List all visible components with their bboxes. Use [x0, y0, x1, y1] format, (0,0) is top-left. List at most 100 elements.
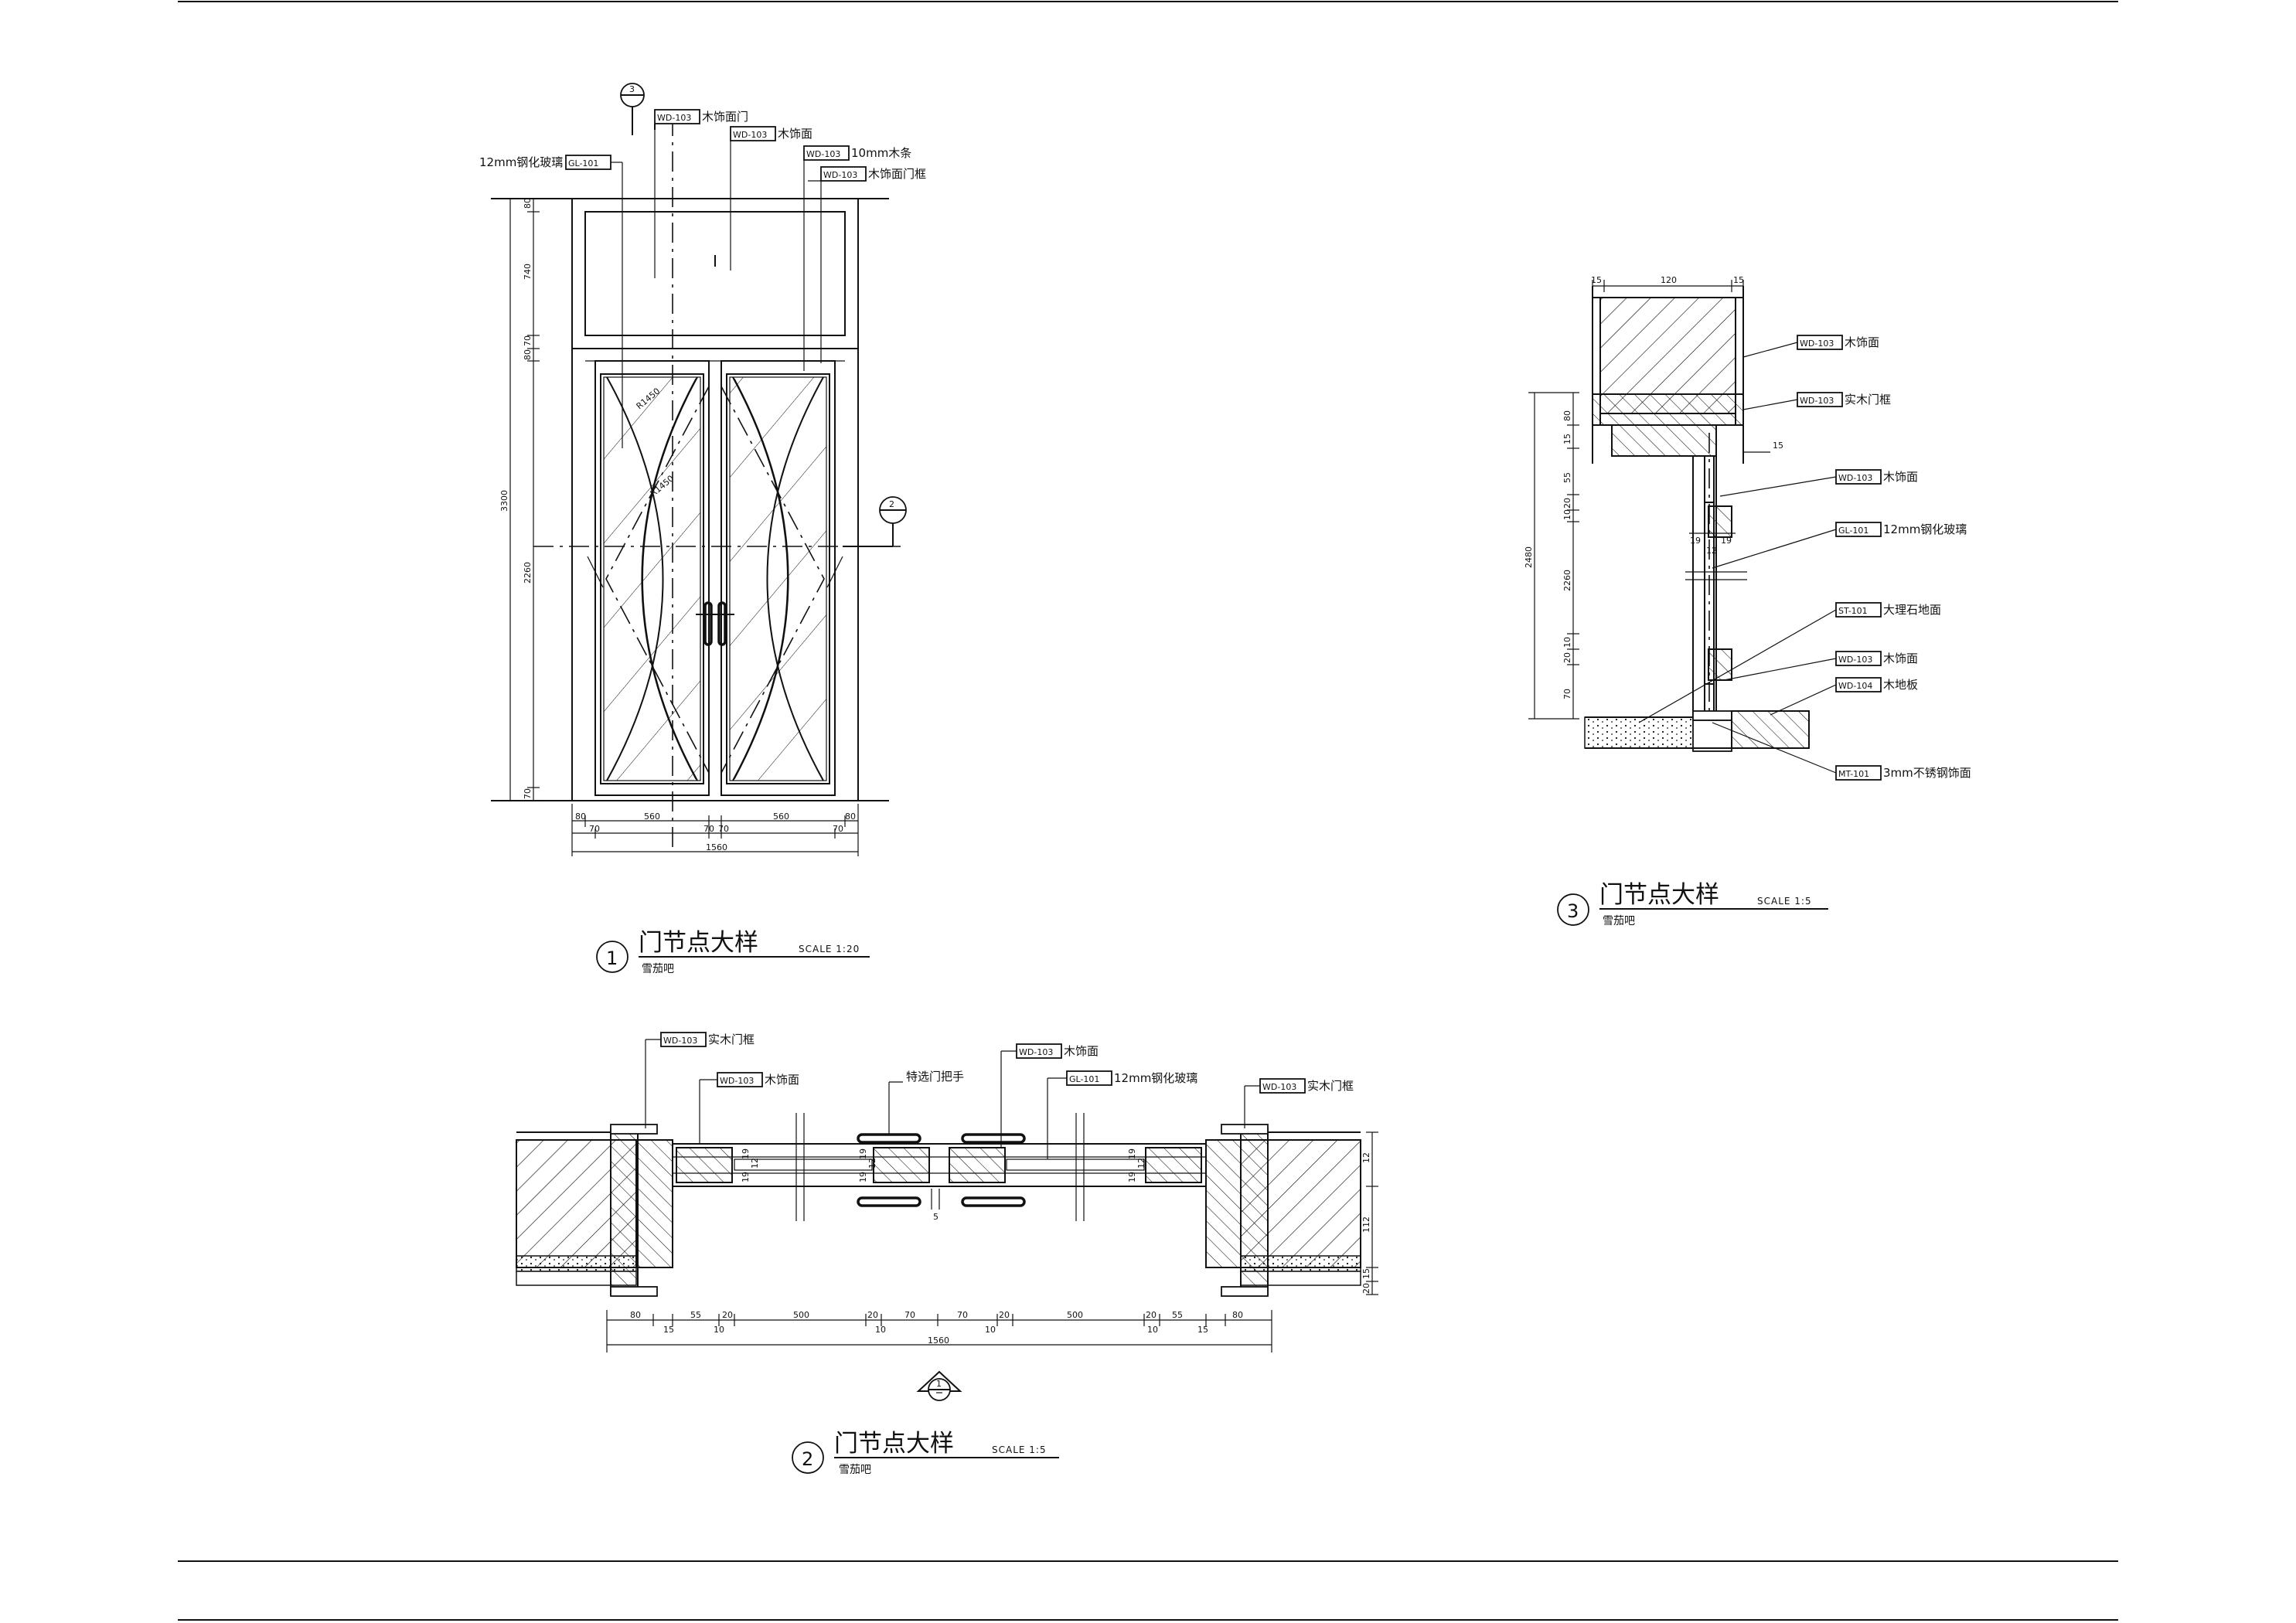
svg-text:实木门框: 实木门框	[1307, 1079, 1354, 1093]
svg-text:19: 19	[741, 1172, 751, 1182]
svg-text:木饰面门框: 木饰面门框	[868, 167, 926, 181]
door-handles	[696, 601, 734, 646]
svg-text:2260: 2260	[1562, 570, 1572, 591]
svg-text:70: 70	[904, 1310, 915, 1320]
svg-text:55: 55	[1172, 1310, 1183, 1320]
svg-text:70: 70	[523, 788, 533, 799]
plan-dims-right: 12 112 15 20	[1361, 1131, 1378, 1295]
svg-text:20: 20	[999, 1310, 1010, 1320]
svg-text:1: 1	[936, 1379, 942, 1389]
svg-text:1560: 1560	[928, 1335, 949, 1346]
svg-text:WD-103: WD-103	[823, 170, 857, 180]
svg-text:740: 740	[523, 264, 533, 280]
plan-door-handles	[857, 1133, 1026, 1207]
svg-text:木饰面: 木饰面	[1883, 652, 1918, 665]
svg-text:特选门把手: 特选门把手	[906, 1070, 964, 1084]
svg-text:12: 12	[1706, 546, 1717, 556]
svg-text:10: 10	[1147, 1325, 1158, 1335]
drawing-1-title: 1 门节点大样 SCALE 1:20 雪茄吧	[596, 929, 870, 975]
svg-text:55: 55	[1562, 472, 1572, 483]
section-callouts: WD-103 木饰面 WD-103 实木门框 WD-103 木饰面 GL-101…	[1638, 335, 1971, 781]
svg-text:120: 120	[1661, 275, 1677, 285]
svg-text:15: 15	[1197, 1325, 1208, 1335]
svg-text:12mm钢化玻璃: 12mm钢化玻璃	[1883, 522, 1967, 536]
svg-text:WD-103: WD-103	[1800, 339, 1834, 349]
svg-text:WD-103: WD-103	[733, 130, 767, 140]
svg-text:15: 15	[1591, 275, 1602, 285]
svg-text:560: 560	[773, 812, 789, 822]
svg-text:19: 19	[1721, 536, 1732, 546]
svg-text:2260: 2260	[523, 562, 533, 584]
svg-text:500: 500	[1067, 1310, 1083, 1320]
svg-text:12: 12	[1136, 1158, 1146, 1169]
svg-text:木饰面: 木饰面	[778, 127, 812, 141]
svg-text:WD-103: WD-103	[663, 1036, 697, 1046]
svg-text:雪茄吧: 雪茄吧	[839, 1463, 871, 1476]
svg-text:80: 80	[523, 349, 533, 360]
svg-text:15: 15	[1562, 434, 1572, 444]
svg-text:5: 5	[933, 1212, 938, 1222]
svg-text:WD-103: WD-103	[657, 113, 691, 123]
svg-text:80: 80	[1232, 1310, 1243, 1320]
door-leaf-left	[594, 360, 710, 796]
svg-text:2: 2	[802, 1448, 813, 1470]
svg-text:55: 55	[690, 1310, 701, 1320]
svg-text:10mm木条: 10mm木条	[851, 146, 911, 160]
svg-text:10: 10	[714, 1325, 724, 1335]
svg-text:木饰面: 木饰面	[1883, 470, 1918, 484]
svg-text:80: 80	[523, 198, 533, 209]
drawing-1-title-text: 门节点大样	[639, 929, 758, 957]
svg-text:WD-103: WD-103	[1838, 473, 1872, 483]
drawing-3-door-vertical-section: 15 120 15 15 80 15 55 20 10 2260	[1524, 275, 1971, 927]
svg-text:GL-101: GL-101	[1838, 526, 1868, 536]
svg-text:大理石地面: 大理石地面	[1883, 603, 1941, 617]
drawing-2-door-plan-section: 5 19 12 19 19 12 19 19 12 19 WD-103 实木门框…	[516, 1032, 1378, 1476]
svg-text:15: 15	[1733, 275, 1744, 285]
svg-text:木饰面: 木饰面	[1845, 335, 1879, 349]
svg-text:12: 12	[1361, 1152, 1371, 1163]
svg-text:WD-103: WD-103	[1262, 1082, 1296, 1092]
plan-dims-bottom: 80 55 20 500 20 70 70 20 500 20 55 80 15…	[606, 1310, 1272, 1352]
svg-text:19: 19	[858, 1148, 868, 1159]
svg-text:70: 70	[957, 1310, 968, 1320]
elevation-dims-bottom: 80 560 560 80 70 70 70 70 1560	[571, 804, 859, 856]
section-dims-mid: 19 12 19	[1689, 532, 1736, 556]
svg-text:1560: 1560	[706, 842, 727, 852]
svg-text:20: 20	[722, 1310, 733, 1320]
svg-text:12mm钢化玻璃: 12mm钢化玻璃	[479, 155, 563, 169]
section-dims-left: 80 15 55 20 10 2260 10 20 70 2480	[1524, 392, 1579, 720]
plan-section-marker: 1	[916, 1370, 962, 1401]
plan-gap-dims: 19 12 19 19 12 19 19 12 19	[741, 1148, 1146, 1182]
svg-text:80: 80	[575, 812, 586, 822]
svg-text:3: 3	[629, 84, 635, 94]
svg-text:木饰面门: 木饰面门	[702, 110, 748, 124]
svg-text:20: 20	[1361, 1283, 1371, 1294]
svg-text:GL-101: GL-101	[568, 158, 598, 168]
door-leaf-right	[720, 360, 836, 796]
svg-text:80: 80	[630, 1310, 641, 1320]
svg-text:木地板: 木地板	[1883, 678, 1918, 692]
svg-text:3mm不锈钢饰面: 3mm不锈钢饰面	[1883, 766, 1971, 780]
svg-text:SCALE 1:20: SCALE 1:20	[799, 944, 860, 954]
svg-text:实木门框: 实木门框	[708, 1033, 755, 1046]
svg-text:19: 19	[1127, 1148, 1137, 1159]
svg-text:WD-103: WD-103	[720, 1076, 754, 1086]
svg-text:15: 15	[663, 1325, 674, 1335]
svg-text:15: 15	[1773, 441, 1783, 451]
svg-text:GL-101: GL-101	[1069, 1074, 1099, 1084]
svg-text:MT-101: MT-101	[1838, 769, 1869, 779]
svg-text:19: 19	[741, 1148, 751, 1159]
svg-text:12: 12	[867, 1158, 877, 1169]
svg-text:ST-101: ST-101	[1838, 606, 1868, 616]
svg-text:3: 3	[1567, 900, 1579, 922]
svg-text:WD-104: WD-104	[1838, 681, 1872, 691]
svg-text:2480: 2480	[1524, 546, 1534, 568]
svg-text:WD-103: WD-103	[806, 149, 840, 159]
svg-text:19: 19	[858, 1172, 868, 1182]
svg-text:实木门框: 实木门框	[1845, 393, 1891, 407]
svg-text:70: 70	[1562, 689, 1572, 699]
plan-callouts: WD-103 实木门框 WD-103 木饰面 特选门把手 WD-103 木饰面 …	[645, 1032, 1354, 1159]
svg-text:10: 10	[1562, 637, 1572, 648]
svg-text:WD-103: WD-103	[1800, 396, 1834, 406]
